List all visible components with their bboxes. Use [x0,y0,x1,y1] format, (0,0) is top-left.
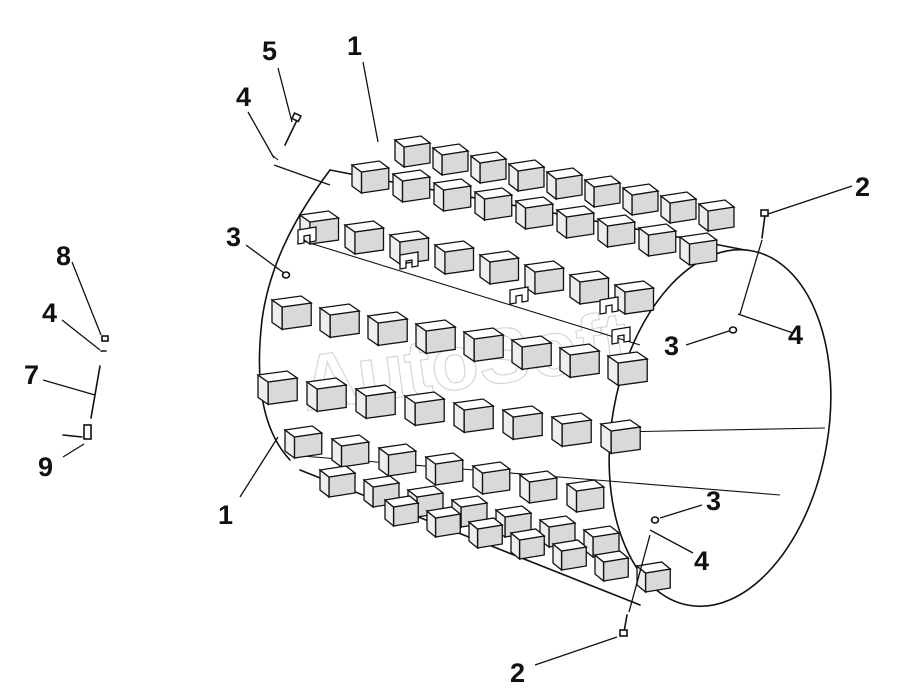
callout-4: 4 [788,320,803,350]
callout-2: 2 [510,658,525,688]
nut-face-lower [650,516,660,524]
bolt-top-right [760,209,769,239]
pad-foot [565,479,606,514]
pad-foot [478,250,521,286]
bolt-bottom [619,614,628,637]
pad-foot [270,295,313,331]
callout-3: 3 [226,222,241,252]
pad-foot [545,167,584,201]
drum-left-edge [258,169,331,461]
pad-foot [613,280,656,316]
pad-foot [425,506,462,539]
pad-foot [697,199,736,233]
pad-foot [659,191,698,225]
pad-foot [469,151,508,185]
pad-foot [514,196,555,231]
drum-face-split-line [614,427,826,433]
pad-foot [473,187,514,222]
pad-foot [298,210,341,246]
pin-assembly-left [62,335,109,440]
pad-foot [507,159,546,193]
pad-foot [518,470,559,505]
pad-foot [318,465,357,499]
callout-8: 8 [56,241,71,271]
nut-face-upper [728,326,738,334]
callout-3: 3 [664,331,679,361]
pad-foot [583,175,622,209]
callout-2: 2 [855,172,870,202]
pad-foot [431,143,470,177]
pad-foot [501,405,544,441]
clamp [297,226,317,245]
pad-foot [637,223,678,258]
pad-foot [596,214,637,249]
pad-foot [256,370,299,406]
callout-5: 5 [262,36,277,66]
pad-foot [318,303,361,339]
callout-9: 9 [38,452,53,482]
leader-lines [42,61,853,666]
pad-foot [383,495,420,528]
pad-foot [550,412,593,448]
pad-foot [350,160,391,195]
drum-shell-seam-top [299,239,641,346]
callout-7: 7 [24,360,39,390]
nut-left [281,271,291,279]
pin-rod [90,365,101,419]
pad-foot [330,434,371,469]
pin-cap [101,335,109,342]
callout-1: 1 [218,500,233,530]
pad-foot [343,220,386,256]
callout-4: 4 [694,546,709,576]
pin-clip [62,434,83,438]
pad-foot [377,443,418,478]
pad-foot [558,343,601,379]
pad-foot [599,419,642,455]
pad-foot [568,270,611,306]
pad-foot [424,452,465,487]
callout-4: 4 [236,82,251,112]
callout-3: 3 [706,486,721,516]
pad-foot [509,528,546,561]
pad-foot [354,384,397,420]
callout-4: 4 [42,298,57,328]
pad-foot [593,550,630,583]
pin-sleeve [83,424,92,440]
clamp [399,251,419,270]
pad-foot [283,425,324,460]
pad-foot [452,398,495,434]
pad-foot [305,377,348,413]
padfoot-segments [256,135,736,594]
pad-foot [621,183,660,217]
pad-foot [606,351,649,387]
pad-foot [432,178,473,213]
pad-foot [391,169,432,204]
pad-foot [510,335,553,371]
pad-foot [433,240,476,276]
pad-foot [555,205,596,240]
pad-foot [551,539,588,572]
pad-foot [393,135,432,169]
bolt-top-left [284,111,302,146]
pad-foot [678,232,719,267]
pad-foot [403,391,446,427]
segment-clamps [297,226,631,345]
pad-foot [414,319,457,355]
callout-1: 1 [347,31,362,61]
clamp [509,286,529,305]
pad-foot [471,461,512,496]
pad-foot [523,260,566,296]
pad-foot [366,311,409,347]
clamp [611,326,631,345]
pad-foot [462,327,505,363]
pad-foot [467,517,504,550]
clamp [599,296,619,315]
